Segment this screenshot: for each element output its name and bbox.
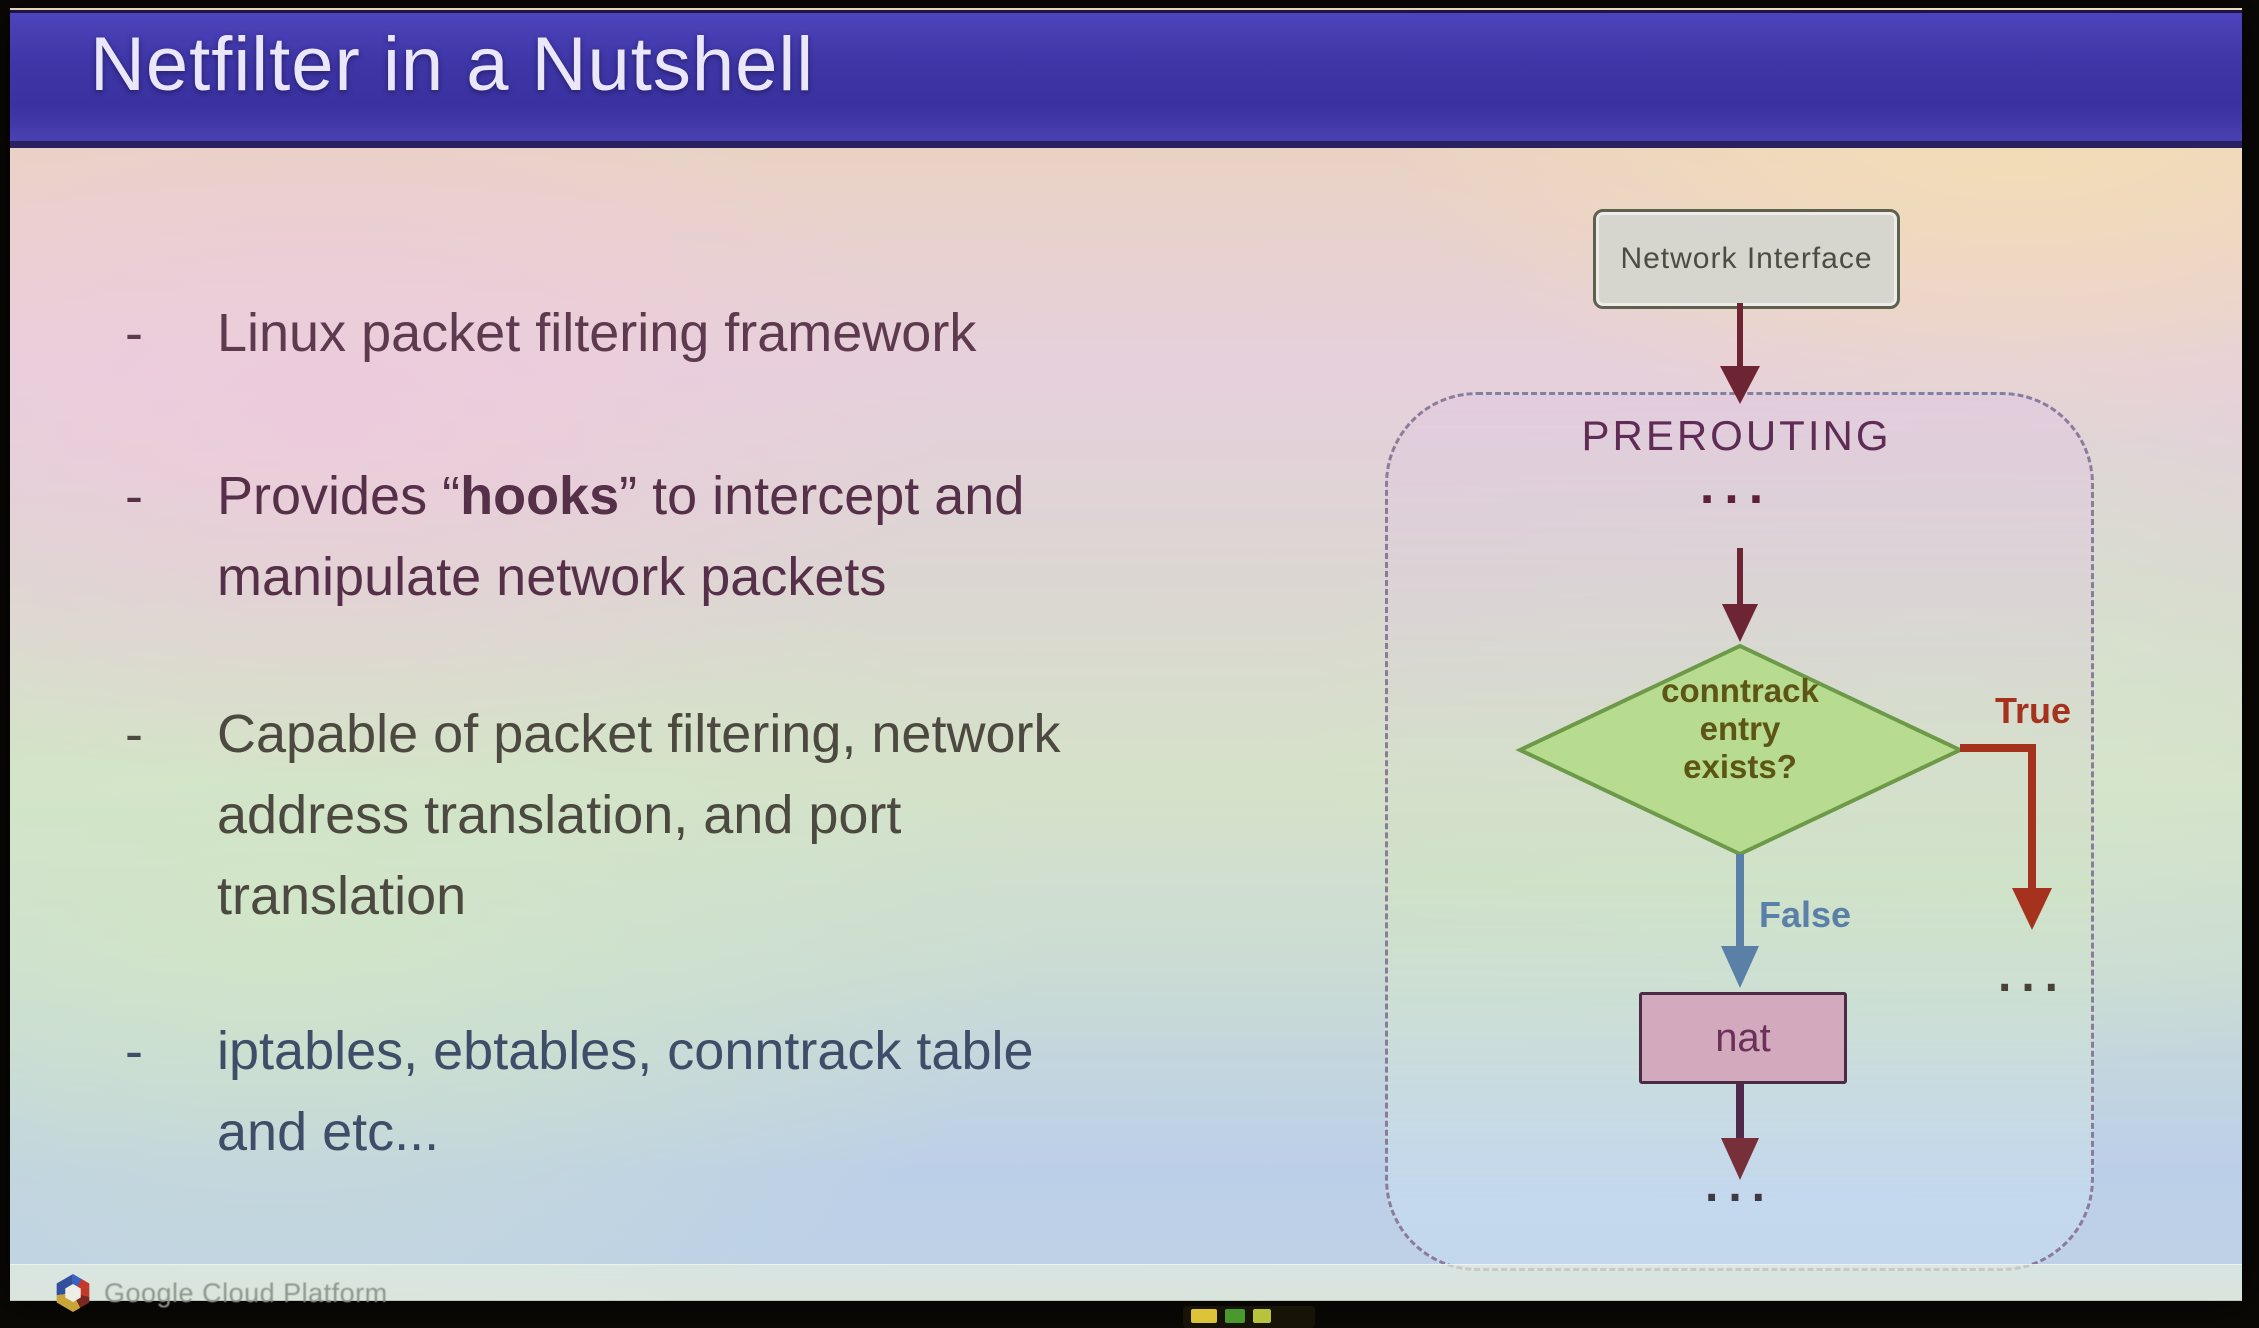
footer-strip xyxy=(10,1264,2242,1301)
bullet-item: - Capable of packet filtering, network a… xyxy=(115,694,1117,937)
bullet-item: - Linux packet filtering framework xyxy=(115,293,1117,374)
prerouting-chain-container xyxy=(1385,392,2094,1271)
led-icon xyxy=(1253,1309,1271,1323)
false-branch-label: False xyxy=(1759,894,1852,935)
projector-indicator-lights xyxy=(1183,1306,1315,1328)
bullet-text: iptables, ebtables, conntrack table and … xyxy=(217,1021,1034,1162)
brand-text: Google Cloud Platform xyxy=(104,1277,388,1308)
led-icon xyxy=(1191,1309,1217,1323)
ellipsis-bottom: ... xyxy=(1704,1159,1775,1212)
brand-row: Google Cloud Platform xyxy=(54,1274,388,1312)
bullet-marker: - xyxy=(125,1021,143,1081)
bullet-text: Provides “hooks” to intercept and manipu… xyxy=(217,466,1025,607)
page-title: Netfilter in a Nutshell xyxy=(90,22,815,107)
bullet-marker: - xyxy=(125,704,143,764)
nat-label: nat xyxy=(1715,1015,1771,1060)
ellipsis-rules-top: ... xyxy=(1699,457,1774,515)
true-branch-label: True xyxy=(1995,690,2072,731)
network-interface-node: Network Interface xyxy=(1593,209,1900,309)
decision-label: conntrack entry exists? xyxy=(1661,672,1819,785)
prerouting-label: PREROUTING xyxy=(1581,412,1892,459)
bullet-marker: - xyxy=(125,303,143,363)
nat-node: nat xyxy=(1639,992,1847,1084)
led-icon xyxy=(1225,1309,1245,1323)
bullet-text: Capable of packet filtering, network add… xyxy=(217,704,1061,926)
bullet-item: - Provides “hooks” to intercept and mani… xyxy=(115,456,1117,618)
title-bar: Netfilter in a Nutshell xyxy=(10,10,2242,148)
slide: Netfilter in a Nutshell - Linux packet f… xyxy=(10,8,2242,1312)
bullet-marker: - xyxy=(125,466,143,526)
network-interface-label: Network Interface xyxy=(1620,242,1873,275)
bullet-text: Linux packet filtering framework xyxy=(217,303,977,363)
google-cloud-logo-icon xyxy=(56,1274,90,1312)
bullet-item: - iptables, ebtables, conntrack table an… xyxy=(115,1011,1117,1173)
ellipsis-true-branch: ... xyxy=(1998,949,2069,1002)
